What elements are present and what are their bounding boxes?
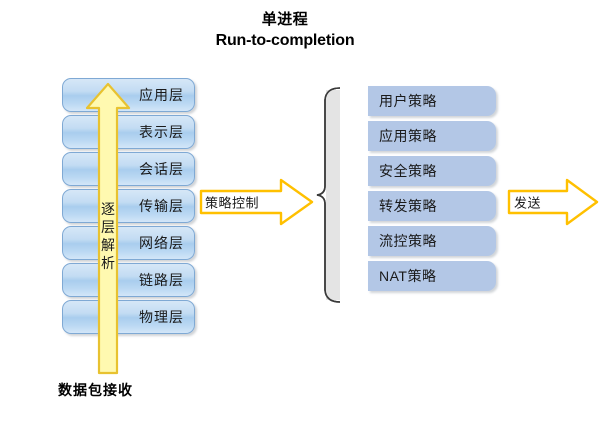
policy-list: 用户策略 应用策略 安全策略 转发策略 流控策略 NAT策略 (368, 86, 496, 296)
policy-item-security[interactable]: 安全策略 (368, 156, 496, 186)
title-line-chinese: 单进程 (261, 11, 309, 28)
policy-item-label: NAT策略 (379, 268, 437, 284)
parse-char-1: 逐 (101, 201, 115, 217)
layer-label: 物理层 (139, 309, 184, 325)
arrow-up-icon (85, 82, 131, 375)
title-line-english: Run-to-completion (215, 32, 355, 49)
packet-receive-label: 数据包接收 (58, 382, 133, 398)
layer-box-network[interactable]: 网络层 (62, 226, 195, 260)
parse-char-2: 层 (101, 219, 115, 235)
policy-item-label: 应用策略 (379, 128, 437, 144)
layer-label: 网络层 (139, 235, 184, 251)
policy-item-label: 流控策略 (379, 233, 437, 249)
policy-item-user[interactable]: 用户策略 (368, 86, 496, 116)
arrow-right-icon (199, 178, 314, 226)
parse-up-arrow: 逐 层 解 析 (85, 82, 131, 377)
policy-item-label: 转发策略 (379, 198, 437, 214)
parse-char-3: 解 (101, 237, 115, 253)
layer-label: 表示层 (139, 124, 184, 140)
arrow-right-icon (507, 178, 599, 226)
layer-label: 应用层 (139, 87, 184, 103)
layer-label: 链路层 (139, 272, 184, 288)
policy-item-forwarding[interactable]: 转发策略 (368, 191, 496, 221)
layer-box-datalink[interactable]: 链路层 (62, 263, 195, 297)
layer-box-session[interactable]: 会话层 (62, 152, 195, 186)
policy-item-nat[interactable]: NAT策略 (368, 261, 496, 291)
layer-label: 会话层 (139, 161, 184, 177)
policy-brace (316, 86, 358, 304)
policy-item-label: 用户策略 (379, 93, 437, 109)
send-arrow[interactable]: 发送 (507, 178, 599, 226)
layer-box-transport[interactable]: 传输层 (62, 189, 195, 223)
layer-label: 传输层 (139, 198, 184, 214)
diagram-title: 单进程 Run-to-completion (160, 10, 410, 52)
policy-control-arrow-label: 策略控制 (205, 195, 260, 211)
parse-char-4: 析 (101, 255, 115, 271)
left-curly-brace-icon (316, 87, 341, 303)
send-arrow-label: 发送 (514, 195, 542, 211)
layer-box-physical[interactable]: 物理层 (62, 300, 195, 334)
policy-item-flow-control[interactable]: 流控策略 (368, 226, 496, 256)
layer-box-presentation[interactable]: 表示层 (62, 115, 195, 149)
osi-layer-stack: 应用层 表示层 会话层 传输层 网络层 链路层 物理层 (62, 78, 195, 337)
parse-arrow-label: 逐 层 解 析 (85, 200, 131, 272)
policy-control-arrow[interactable]: 策略控制 (199, 178, 314, 226)
policy-item-label: 安全策略 (379, 163, 437, 179)
policy-item-application[interactable]: 应用策略 (368, 121, 496, 151)
